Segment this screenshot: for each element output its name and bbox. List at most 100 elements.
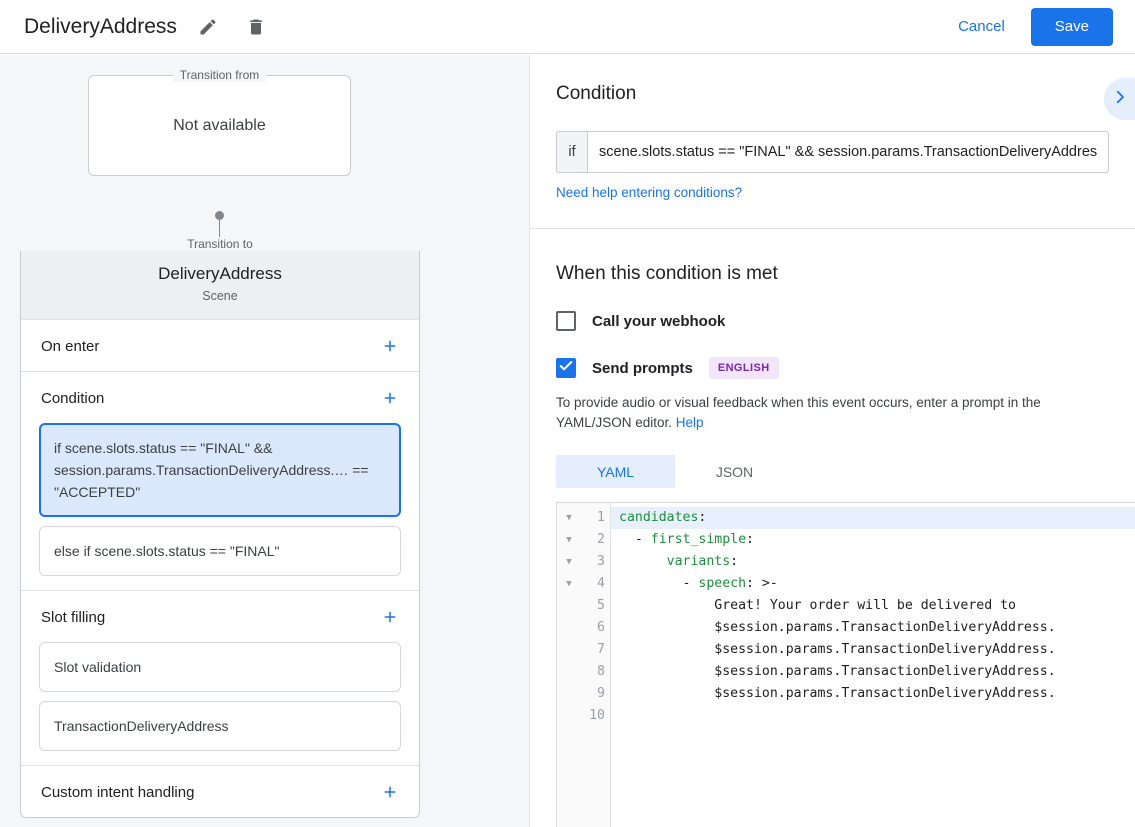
cancel-button[interactable]: Cancel xyxy=(944,10,1019,43)
section-label-custom-intent: Custom intent handling xyxy=(41,783,195,801)
condition-section-title: Condition xyxy=(556,83,637,104)
fold-toggle-icon[interactable] xyxy=(557,661,581,683)
code-line: - speech: >- xyxy=(619,576,778,591)
condition-if-prefix: if xyxy=(557,132,588,172)
call-webhook-checkbox[interactable] xyxy=(556,311,576,331)
when-condition-met-title: When this condition is met xyxy=(556,263,778,284)
line-number: 1 xyxy=(597,510,605,525)
edit-name-button[interactable] xyxy=(191,10,225,44)
code-line: $session.params.TransactionDeliveryAddre… xyxy=(714,664,1056,679)
section-divider xyxy=(530,228,1135,229)
chevron-right-icon xyxy=(1111,88,1129,111)
condition-input-row: if xyxy=(556,131,1109,173)
scene-title: DeliveryAddress xyxy=(158,264,282,283)
slot-validation-item[interactable]: Slot validation xyxy=(39,642,401,692)
section-header-condition[interactable]: Condition xyxy=(21,372,419,423)
section-label-slot-filling: Slot filling xyxy=(41,608,106,626)
transition-to-legend: Transition to xyxy=(179,237,261,251)
when-condition-met-section: When this condition is met Call your web… xyxy=(530,229,1135,488)
plus-icon xyxy=(381,783,399,801)
call-webhook-label: Call your webhook xyxy=(592,312,726,330)
transition-from-value: Not available xyxy=(173,116,266,134)
section-slot-filling: Slot filling Slot validation Transaction… xyxy=(21,591,419,766)
section-custom-intent-handling: Custom intent handling xyxy=(21,766,419,817)
prompts-description: To provide audio or visual feedback when… xyxy=(556,393,1109,433)
section-body-slot-filling: Slot validation TransactionDeliveryAddre… xyxy=(21,642,419,765)
section-header-custom-intent[interactable]: Custom intent handling xyxy=(21,766,419,817)
add-custom-intent-button[interactable] xyxy=(379,781,401,803)
right-panel: Condition if Need help entering conditio… xyxy=(529,55,1135,827)
code-editor[interactable]: ▼ ▼ ▼ ▼ 1 2 3 4 5 6 7 8 9 10 candidates: - first_sim… xyxy=(556,502,1135,827)
plus-icon xyxy=(381,608,399,626)
condition-section: Condition if Need help entering conditio… xyxy=(530,55,1135,202)
top-app-bar: DeliveryAddress Cancel Save xyxy=(0,0,1135,54)
condition-expression-input[interactable] xyxy=(588,132,1108,172)
section-header-slot-filling[interactable]: Slot filling xyxy=(21,591,419,642)
line-number: 6 xyxy=(597,620,605,635)
checkmark-icon xyxy=(558,358,574,379)
section-on-enter: On enter xyxy=(21,320,419,372)
line-number: 4 xyxy=(597,576,605,591)
line-number: 2 xyxy=(597,532,605,547)
transition-to-legend-wrap: Transition to xyxy=(20,237,420,251)
fold-toggle-icon[interactable]: ▼ xyxy=(566,535,572,545)
transition-from-box: Transition from Not available xyxy=(88,68,351,176)
add-slot-filling-button[interactable] xyxy=(379,606,401,628)
delete-button[interactable] xyxy=(239,10,273,44)
language-badge: ENGLISH xyxy=(708,357,779,379)
send-prompts-row[interactable]: Send prompts ENGLISH xyxy=(556,357,1109,379)
line-number: 8 xyxy=(597,664,605,679)
fold-toggle-icon[interactable] xyxy=(557,617,581,639)
save-button[interactable]: Save xyxy=(1030,7,1113,46)
line-number: 9 xyxy=(597,686,605,701)
slot-item-transaction-delivery-address[interactable]: TransactionDeliveryAddress xyxy=(39,701,401,751)
condition-help-link[interactable]: Need help entering conditions? xyxy=(556,185,743,200)
code-line xyxy=(619,705,1135,727)
fold-toggle-icon[interactable] xyxy=(557,639,581,661)
fold-toggle-icon[interactable]: ▼ xyxy=(566,579,572,589)
expand-panel-button[interactable] xyxy=(1104,78,1135,120)
add-on-enter-button[interactable] xyxy=(379,335,401,357)
condition-item[interactable]: else if scene.slots.status == "FINAL" xyxy=(39,526,401,576)
fold-toggle-icon[interactable] xyxy=(557,595,581,617)
line-number: 10 xyxy=(589,708,605,723)
plus-icon xyxy=(381,337,399,355)
code-content[interactable]: candidates: - first_simple: variants: - … xyxy=(611,503,1135,827)
scene-subtitle: Scene xyxy=(202,289,238,303)
code-line: $session.params.TransactionDeliveryAddre… xyxy=(714,620,1056,635)
plus-icon xyxy=(381,389,399,407)
code-line: $session.params.TransactionDeliveryAddre… xyxy=(714,686,1056,701)
code-line: Great! Your order will be delivered to xyxy=(714,598,1016,613)
section-body-condition: if scene.slots.status == "FINAL" && sess… xyxy=(21,423,419,590)
scene-card: DeliveryAddress Scene On enter Condition xyxy=(20,245,420,818)
tab-yaml[interactable]: YAML xyxy=(556,455,675,488)
fold-toggle-icon[interactable] xyxy=(557,683,581,705)
section-header-on-enter[interactable]: On enter xyxy=(21,320,419,371)
line-number: 3 xyxy=(597,554,605,569)
line-number-gutter: 1 2 3 4 5 6 7 8 9 10 xyxy=(581,503,611,827)
fold-toggle-icon[interactable] xyxy=(557,705,581,727)
add-condition-button[interactable] xyxy=(379,387,401,409)
code-line: $session.params.TransactionDeliveryAddre… xyxy=(714,642,1056,657)
send-prompts-checkbox[interactable] xyxy=(556,358,576,378)
fold-toggle-icon[interactable]: ▼ xyxy=(566,513,572,523)
code-line: - first_simple: xyxy=(619,532,754,547)
tab-json[interactable]: JSON xyxy=(715,463,754,480)
section-condition: Condition if scene.slots.status == "FINA… xyxy=(21,372,419,591)
condition-item-selected[interactable]: if scene.slots.status == "FINAL" && sess… xyxy=(39,423,401,517)
pencil-icon xyxy=(198,17,218,37)
code-line: variants: xyxy=(666,554,739,569)
line-number: 7 xyxy=(597,642,605,657)
scene-header: DeliveryAddress Scene xyxy=(21,246,419,320)
send-prompts-label: Send prompts xyxy=(592,359,693,377)
line-number: 5 xyxy=(597,598,605,613)
fold-toggle-icon[interactable]: ▼ xyxy=(566,557,572,567)
section-label-condition: Condition xyxy=(41,389,105,407)
webhook-row[interactable]: Call your webhook xyxy=(556,311,1109,331)
page-title: DeliveryAddress xyxy=(24,14,177,38)
code-line: candidates: xyxy=(611,507,1135,529)
trash-icon xyxy=(246,17,266,37)
prompts-help-link[interactable]: Help xyxy=(675,415,704,430)
editor-format-tabs: YAML JSON xyxy=(556,455,1109,488)
section-label-on-enter: On enter xyxy=(41,337,100,355)
